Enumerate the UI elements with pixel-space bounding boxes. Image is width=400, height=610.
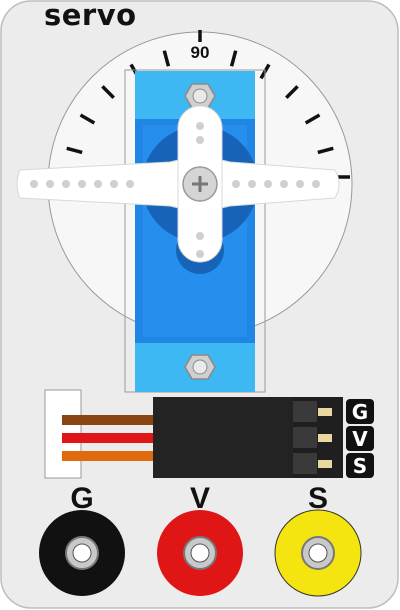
horn-hole: [196, 250, 204, 258]
wire-signal: [62, 451, 157, 461]
pin-socket-g[interactable]: [39, 510, 125, 596]
horn-hole: [126, 180, 134, 188]
connector-letter-v: V: [352, 427, 368, 451]
servo-horn[interactable]: [16, 105, 340, 263]
horn-hole: [94, 180, 102, 188]
connector-letters: G V S: [346, 399, 374, 478]
horn-hole: [296, 180, 304, 188]
servo-cable: G V S: [44, 389, 374, 479]
horn-hole: [248, 180, 256, 188]
dial-tick: [162, 50, 171, 67]
horn-hole: [196, 136, 204, 144]
horn-holes: [30, 122, 320, 258]
wire-power: [62, 433, 157, 443]
horn-hole: [232, 180, 240, 188]
horn-hole: [78, 180, 86, 188]
dial-tick: [317, 146, 334, 155]
connector-letter-s: S: [353, 454, 367, 478]
horn-hole: [196, 232, 204, 240]
horn-hole: [196, 122, 204, 130]
horn-screw-cross-icon: [192, 176, 208, 192]
horn-hole: [312, 180, 320, 188]
wire-ground: [62, 415, 157, 425]
connector-body: [153, 397, 293, 478]
dial-tick: [101, 85, 115, 99]
dial-tick: [66, 146, 83, 155]
pin-label-s: S: [307, 482, 328, 515]
horn-hole: [62, 180, 70, 188]
pin-label-v: V: [189, 482, 210, 515]
horn-hole: [30, 180, 38, 188]
dial-tick: [229, 50, 238, 67]
dial-label-90: 90: [191, 43, 210, 62]
pin-socket-v[interactable]: [157, 510, 243, 596]
pin-label-g: G: [70, 482, 94, 515]
horn-hole: [280, 180, 288, 188]
connector-letter-g: G: [352, 400, 368, 424]
dial-tick: [285, 85, 299, 99]
horn-hole: [110, 180, 118, 188]
dial-tick: [304, 113, 321, 125]
hex-nut-bottom: [184, 354, 216, 380]
connector-pins: [293, 401, 332, 474]
dial-tick: [79, 113, 96, 125]
board-title: servo: [44, 0, 137, 32]
pin-socket-s[interactable]: [274, 509, 362, 597]
horn-hole: [264, 180, 272, 188]
hex-nut-top: [184, 83, 216, 109]
horn-hole: [46, 180, 54, 188]
